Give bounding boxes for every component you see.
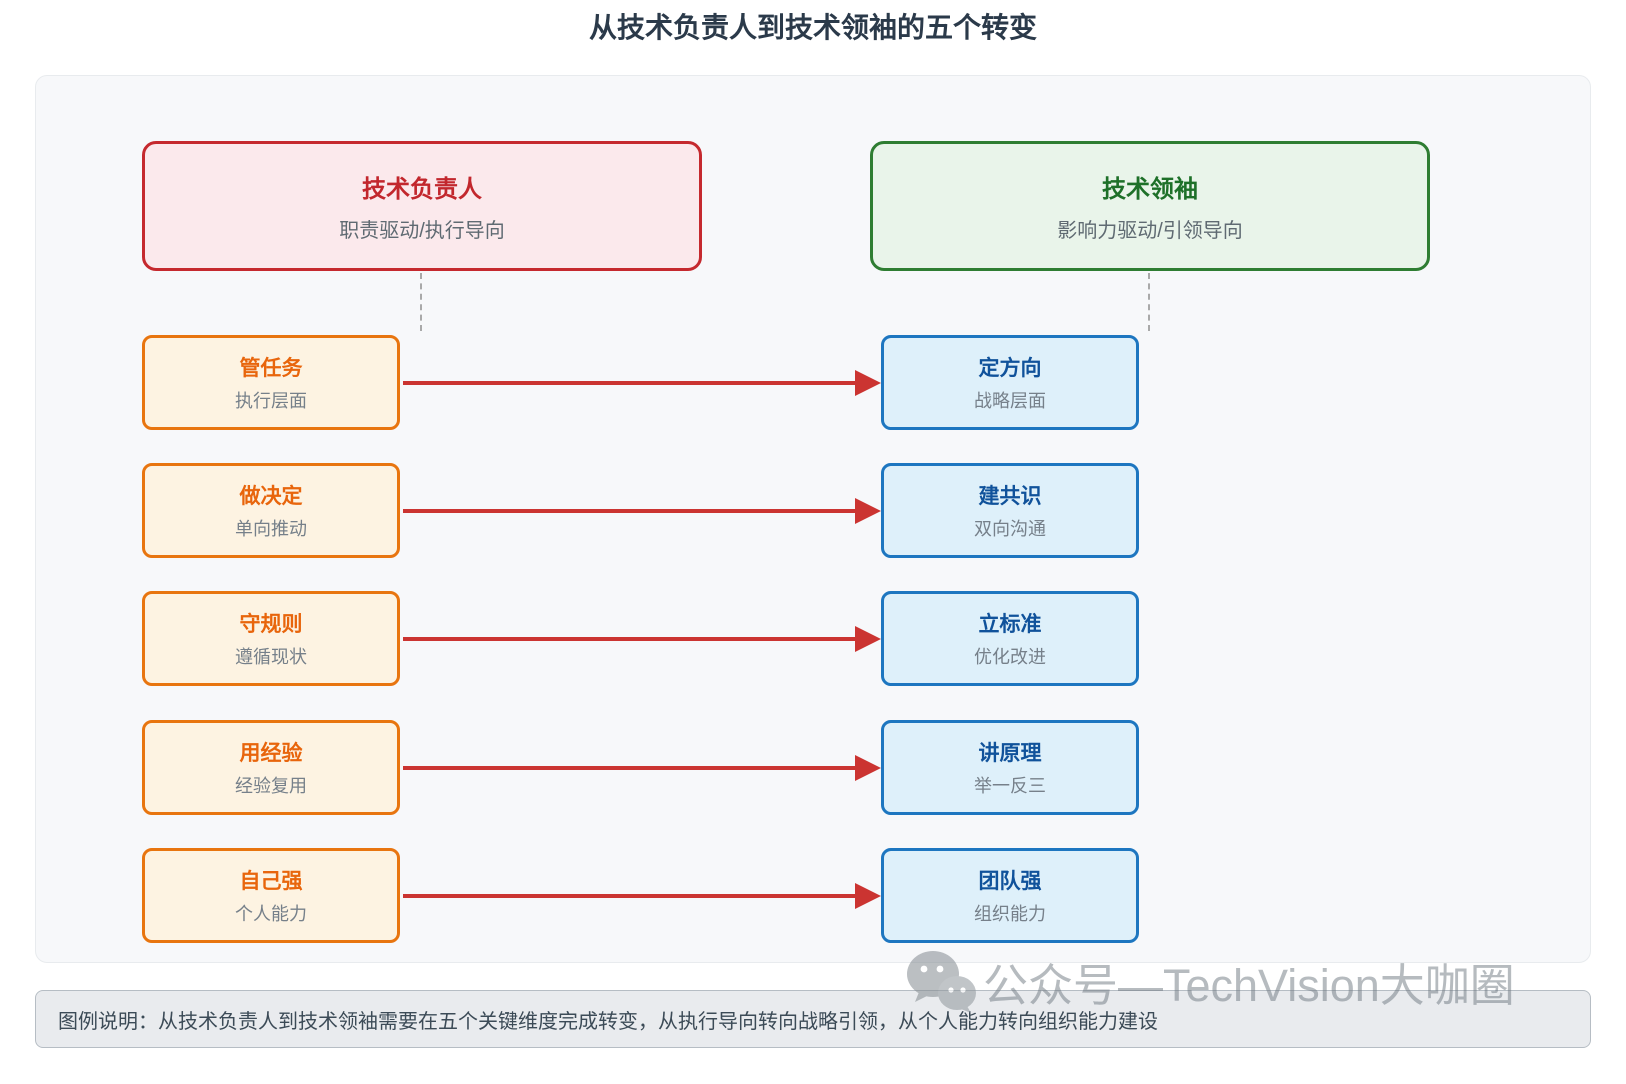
left-box-row-2: 做决定 单向推动 [142,463,400,558]
header-subtitle-tech-leader: 影响力驱动/引领导向 [1057,220,1243,242]
arrow-line [403,637,855,641]
right-box-subtitle: 举一反三 [974,776,1046,796]
legend-bar: 图例说明：从技术负责人到技术领袖需要在五个关键维度完成转变，从执行导向转向战略引… [35,990,1591,1048]
left-box-subtitle: 单向推动 [235,519,307,539]
transform-row-2: 做决定 单向推动 建共识 双向沟通 [36,463,1590,558]
header-box-tech-leader: 技术领袖 影响力驱动/引领导向 [870,141,1430,271]
left-box-subtitle: 遵循现状 [235,647,307,667]
header-subtitle-tech-lead: 职责驱动/执行导向 [339,220,505,242]
right-box-subtitle: 组织能力 [974,904,1046,924]
page-title: 从技术负责人到技术领袖的五个转变 [588,12,1037,43]
header-title-tech-leader: 技术领袖 [1102,176,1198,203]
arrow-head-icon [855,498,881,524]
transform-row-1: 管任务 执行层面 定方向 战略层面 [36,335,1590,430]
dashed-connector-left [420,273,422,331]
left-box-subtitle: 经验复用 [235,776,307,796]
transform-row-5: 自己强 个人能力 团队强 组织能力 [36,848,1590,943]
right-box-title: 定方向 [978,357,1042,380]
arrow-line [403,381,855,385]
left-box-row-1: 管任务 执行层面 [142,335,400,430]
arrow-line [403,766,855,770]
right-box-title: 立标准 [978,613,1042,636]
transform-row-3: 守规则 遵循现状 立标准 优化改进 [36,591,1590,686]
left-box-row-4: 用经验 经验复用 [142,720,400,815]
left-box-row-3: 守规则 遵循现状 [142,591,400,686]
right-box-subtitle: 双向沟通 [974,519,1046,539]
header-title-tech-lead: 技术负责人 [362,176,482,203]
left-box-title: 管任务 [239,357,303,380]
left-box-title: 用经验 [239,742,303,765]
left-box-title: 守规则 [239,613,303,636]
right-box-subtitle: 战略层面 [974,391,1046,411]
dashed-connector-right [1148,273,1150,331]
arrow-line [403,894,855,898]
right-box-title: 建共识 [978,485,1042,508]
arrow-head-icon [855,626,881,652]
right-box-subtitle: 优化改进 [974,647,1046,667]
right-box-title: 讲原理 [978,742,1042,765]
right-box-row-2: 建共识 双向沟通 [881,463,1139,558]
right-box-row-3: 立标准 优化改进 [881,591,1139,686]
right-box-row-5: 团队强 组织能力 [881,848,1139,943]
arrow-line [403,509,855,513]
left-box-row-5: 自己强 个人能力 [142,848,400,943]
arrow-head-icon [855,755,881,781]
right-box-row-4: 讲原理 举一反三 [881,720,1139,815]
diagram-panel: 技术负责人 职责驱动/执行导向 技术领袖 影响力驱动/引领导向 管任务 执行层面… [35,75,1591,963]
left-box-title: 自己强 [239,870,303,893]
legend-text: 图例说明：从技术负责人到技术领袖需要在五个关键维度完成转变，从执行导向转向战略引… [58,1010,1158,1033]
left-box-subtitle: 个人能力 [235,904,307,924]
header-box-tech-lead: 技术负责人 职责驱动/执行导向 [142,141,702,271]
left-box-title: 做决定 [239,485,303,508]
arrow-head-icon [855,370,881,396]
left-box-subtitle: 执行层面 [235,391,307,411]
transform-row-4: 用经验 经验复用 讲原理 举一反三 [36,720,1590,815]
arrow-head-icon [855,883,881,909]
right-box-row-1: 定方向 战略层面 [881,335,1139,430]
right-box-title: 团队强 [978,870,1042,893]
